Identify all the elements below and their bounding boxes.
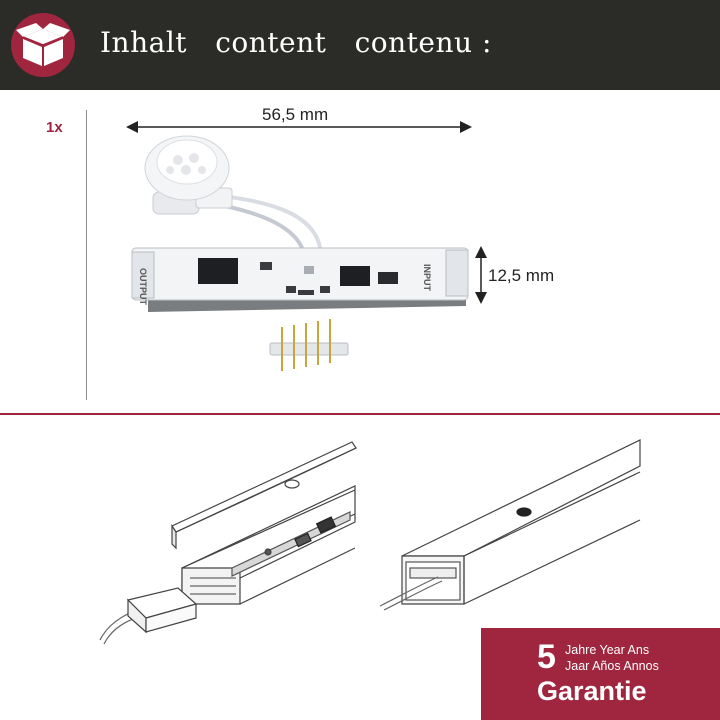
quantity-label: 1x [46,119,63,136]
header-bar: Inhalt content contenu : [0,0,720,90]
warranty-line-1: Jahre Year Ans [565,643,650,657]
warranty-years: 5 [537,638,556,676]
warranty-label: Garantie [537,676,647,706]
warranty-badge: 5 Jahre Year Ans Jaar Años Annos Garanti… [481,628,720,720]
page-title: Inhalt content contenu : [100,26,492,59]
open-box-icon [11,13,75,77]
height-dimension-label: 12,5 mm [488,266,555,285]
width-dimension-label: 56,5 mm [262,105,329,124]
section-divider [0,413,720,415]
warranty-line-2: Jaar Años Annos [565,659,659,673]
section-separator-line [86,110,87,400]
